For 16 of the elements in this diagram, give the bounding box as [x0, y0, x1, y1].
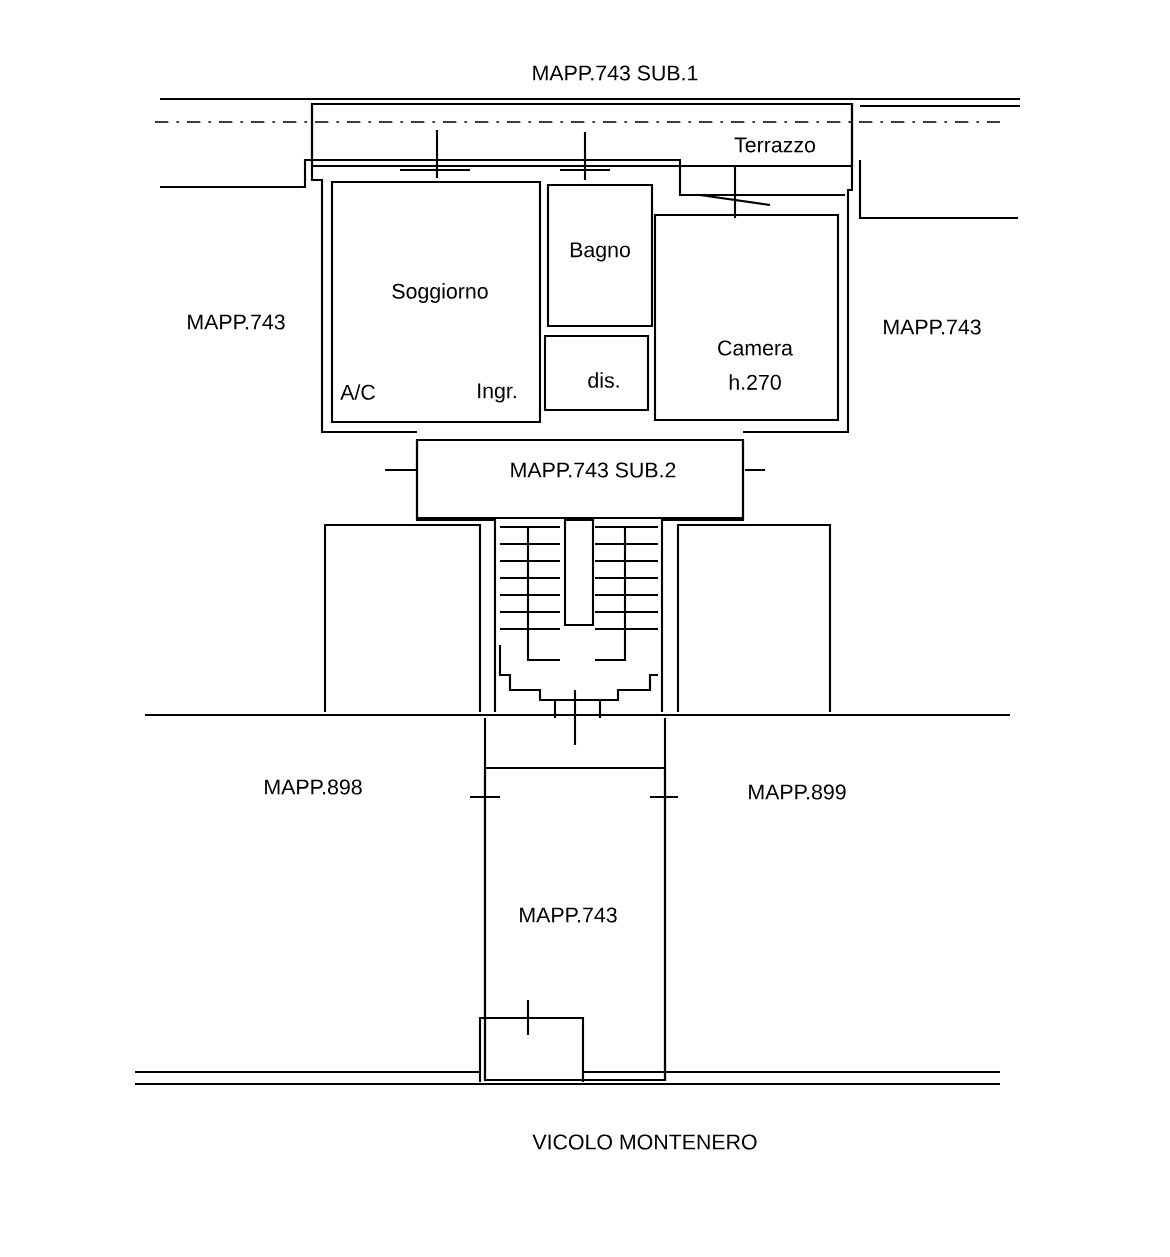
- parcel-label: MAPP.743 SUB.1: [533, 65, 698, 81]
- room-label: Camera: [715, 339, 795, 357]
- parcel-label: MAPP.743: [884, 319, 981, 335]
- room-label: dis.: [586, 370, 622, 390]
- room-label: h.270: [726, 372, 784, 392]
- parcel-label: VICOLO MONTENERO: [532, 1134, 757, 1150]
- room-label: Soggiorno: [390, 281, 490, 305]
- parcel-label: MAPP.898: [265, 779, 362, 795]
- room-label: Ingr.: [474, 382, 520, 404]
- parcel-label: MAPP.899: [749, 784, 846, 800]
- room-label: A/C: [338, 382, 378, 402]
- room-label: Bagno: [567, 241, 633, 263]
- room-label: MAPP.743 SUB.2: [508, 461, 678, 479]
- room-label: Terrazzo: [732, 136, 818, 154]
- parcel-label: MAPP.743: [188, 314, 285, 330]
- room-label: MAPP.743: [517, 906, 619, 924]
